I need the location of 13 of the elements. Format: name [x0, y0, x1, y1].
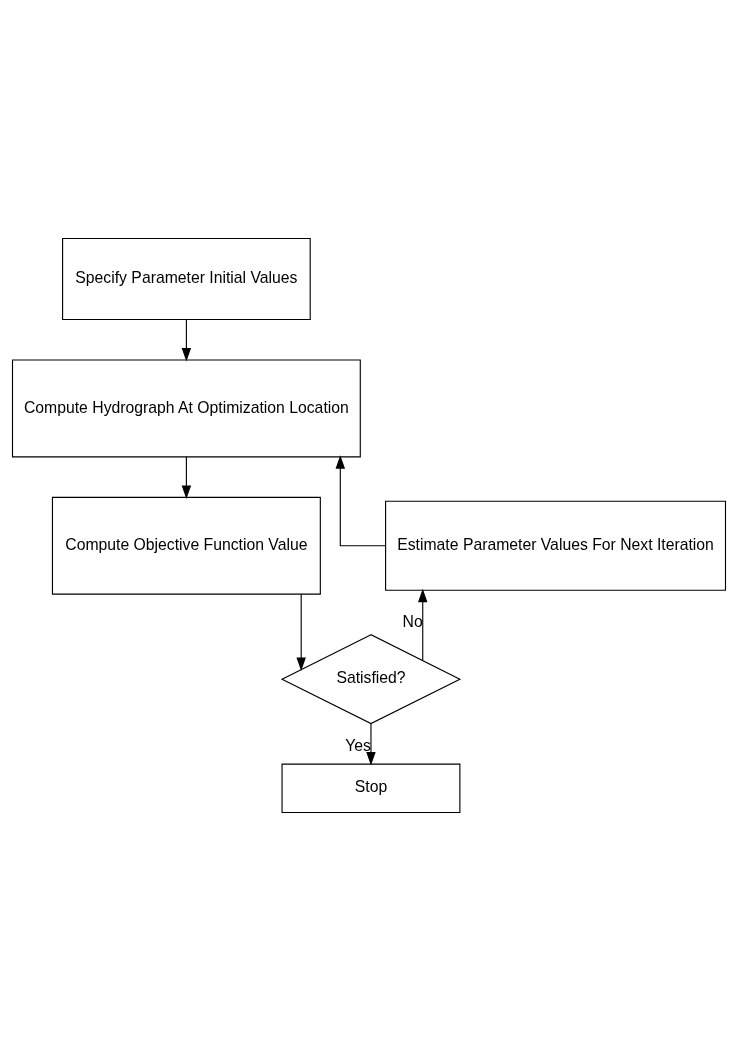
node-box: Stop — [281, 763, 461, 814]
arrow — [335, 455, 386, 547]
arrow — [181, 456, 192, 500]
edge-label: No — [402, 612, 423, 630]
node-box: Specify Parameter Initial Values — [62, 237, 311, 321]
arrow — [418, 588, 428, 661]
arrow — [366, 723, 376, 766]
node-box: Compute Hydrograph At Optimization Location — [11, 359, 361, 458]
node-diamond: Satisfied? — [280, 634, 462, 725]
arrow — [181, 319, 192, 362]
node-box: Compute Objective Function Value — [51, 496, 321, 595]
node-box: Estimate Parameter Values For Next Iteration — [385, 500, 727, 591]
arrow — [296, 593, 306, 671]
